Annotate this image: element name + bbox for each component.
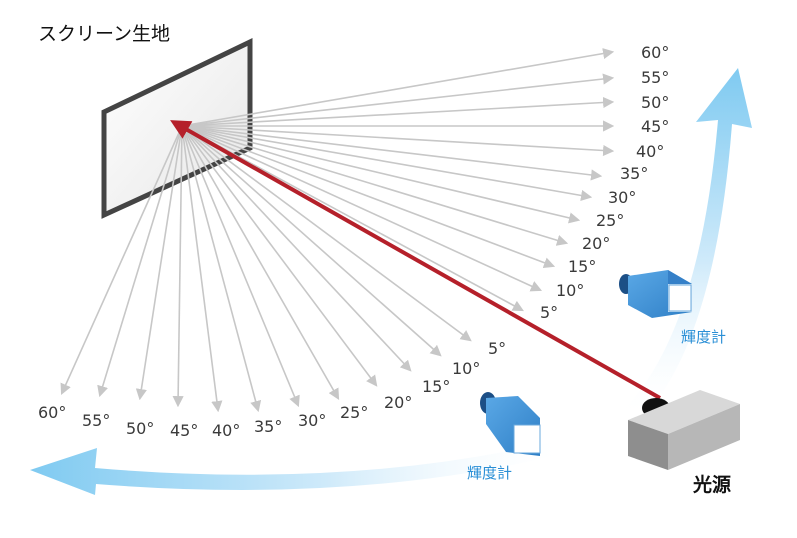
- angle-labels-lower: 60° 55° 50° 45° 40° 35° 30° 25° 20° 15°10° 5°: [38, 339, 506, 440]
- lower-ray: [181, 125, 442, 357]
- upper-ray: [181, 48, 615, 127]
- lower-ray: [172, 125, 184, 408]
- upper-ray: [181, 96, 615, 127]
- lower-angle-label: 10°: [452, 359, 480, 378]
- lower-ray: [97, 125, 183, 398]
- upper-angle-label: 30°: [608, 188, 636, 207]
- light-source: 光源: [628, 390, 740, 496]
- lower-angle-label: 60°: [38, 403, 66, 422]
- upper-angle-label: 15°: [568, 257, 596, 276]
- upper-ray: [181, 125, 543, 292]
- upper-angle-label: 60°: [641, 43, 669, 62]
- lower-ray: [181, 125, 223, 413]
- meter-icon: [619, 270, 692, 318]
- upper-ray: [181, 125, 556, 269]
- incident-light-beam: [170, 120, 661, 400]
- lower-angle-label: 50°: [126, 419, 154, 438]
- upper-ray: [181, 125, 615, 157]
- upper-angle-label: 25°: [596, 211, 624, 230]
- screen-fabric-title: スクリーン生地: [38, 23, 170, 45]
- lower-ray: [181, 125, 300, 408]
- upper-angle-label: 50°: [641, 93, 669, 112]
- lower-angle-label: 15°: [422, 377, 450, 396]
- lower-ray: [181, 125, 412, 372]
- meter-label-bottom: 輝度計: [467, 464, 512, 482]
- sweep-arrow-left: [30, 440, 570, 495]
- upper-ray: [181, 125, 593, 201]
- lower-ray: [181, 125, 340, 400]
- lower-angle-label: 40°: [212, 421, 240, 440]
- upper-ray: [181, 125, 524, 312]
- upper-angle-label: 40°: [636, 142, 664, 161]
- lower-angle-label: 30°: [298, 411, 326, 430]
- lower-angle-label: 55°: [82, 411, 110, 430]
- meter-icon: [480, 392, 541, 456]
- light-source-label: 光源: [692, 473, 731, 496]
- lower-ray: [181, 125, 378, 387]
- lower-angle-label: 20°: [384, 393, 412, 412]
- lower-angle-label: 35°: [254, 417, 282, 436]
- upper-angle-label: 5°: [540, 303, 558, 322]
- lower-angle-label: 5°: [488, 339, 506, 358]
- reflection-rays-lower: [60, 125, 472, 413]
- lower-angle-label: 25°: [340, 403, 368, 422]
- lower-ray: [60, 125, 183, 396]
- lower-angle-label: 45°: [170, 421, 198, 440]
- upper-ray: [181, 73, 615, 127]
- angle-labels-upper: 60° 55° 50° 45° 40° 35° 30° 25° 20° 15° 10° 5°: [540, 43, 669, 322]
- luminance-meter-bottom: 輝度計: [467, 392, 541, 482]
- upper-angle-label: 55°: [641, 68, 669, 87]
- upper-angle-label: 35°: [620, 164, 648, 183]
- reflection-rays-upper: [181, 48, 615, 312]
- lower-ray: [181, 125, 262, 413]
- sweep-arrow-up: [625, 68, 752, 420]
- upper-ray: [181, 125, 581, 224]
- upper-ray: [181, 125, 603, 181]
- upper-ray: [181, 125, 569, 246]
- upper-angle-label: 10°: [556, 281, 584, 300]
- meter-label-right: 輝度計: [681, 328, 726, 346]
- lower-ray: [181, 125, 472, 342]
- luminance-meter-right: 輝度計: [619, 270, 726, 346]
- upper-angle-label: 45°: [641, 117, 669, 136]
- upper-angle-label: 20°: [582, 234, 610, 253]
- projector-icon: [628, 390, 740, 470]
- lower-ray: [135, 125, 183, 401]
